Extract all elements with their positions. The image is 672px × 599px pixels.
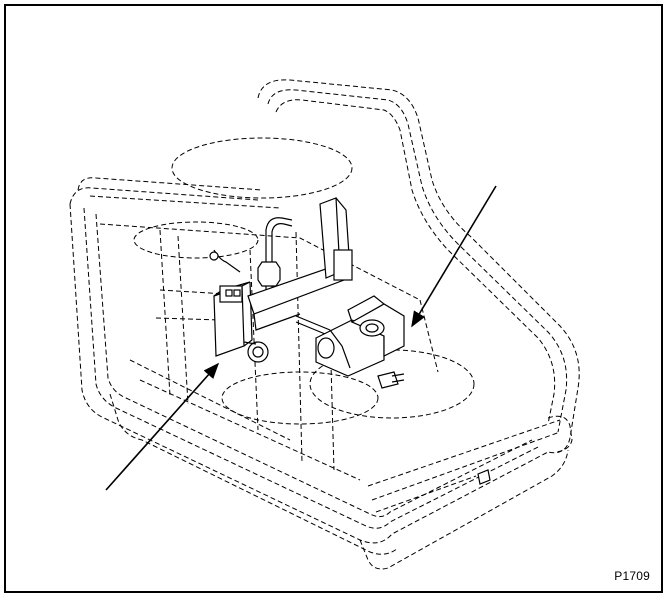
arrow-to-valve-bracket-assembly bbox=[105, 362, 220, 491]
callout-arrows bbox=[105, 185, 497, 491]
diagram-frame bbox=[4, 4, 663, 593]
outlet-fitting bbox=[377, 371, 399, 389]
hidden-housing-outline bbox=[69, 79, 580, 570]
figure-id-label: P1709 bbox=[614, 569, 650, 583]
solenoid-cap bbox=[359, 319, 385, 337]
valve-assembly bbox=[209, 197, 491, 485]
small-fitting-cube bbox=[477, 469, 491, 485]
vertical-tube bbox=[265, 217, 293, 300]
connecting-rod bbox=[295, 315, 331, 331]
arrow-to-solenoid-valve bbox=[411, 185, 497, 328]
left-knob bbox=[247, 341, 269, 363]
left-valve-cap bbox=[219, 285, 243, 303]
